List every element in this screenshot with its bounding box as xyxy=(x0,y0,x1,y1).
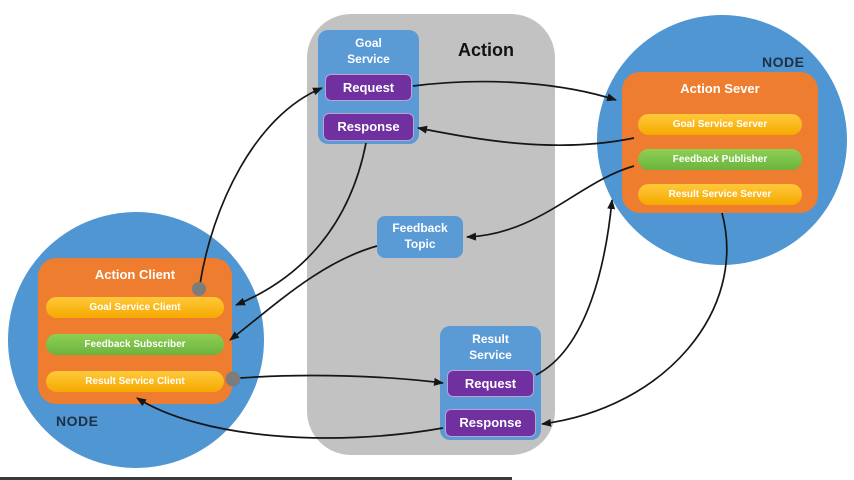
action-server-box: Action Sever Goal Service Server Feedbac… xyxy=(622,72,818,213)
video-progress-bar xyxy=(0,477,512,480)
action-client-title: Action Client xyxy=(94,267,176,282)
goal-service-server-pill: Goal Service Server xyxy=(638,114,802,135)
goal-service-client-pill: Goal Service Client xyxy=(46,297,224,318)
action-server-title: Action Sever xyxy=(680,81,760,96)
action-group-title: Action xyxy=(458,40,514,60)
goal-service-box: Goal Service Request Response xyxy=(318,30,419,144)
result-request-box: Request xyxy=(447,370,534,397)
goal-service-title: Goal Service xyxy=(347,36,390,66)
result-service-server-pill: Result Service Server xyxy=(638,184,802,205)
feedback-topic-box: Feedback Topic xyxy=(377,216,463,258)
result-response-box: Response xyxy=(445,409,536,437)
feedback-subscriber-pill: Feedback Subscriber xyxy=(46,334,224,355)
feedback-topic-title: Feedback Topic xyxy=(392,221,448,251)
goal-response-box: Response xyxy=(323,113,414,141)
server-node-label: NODE xyxy=(762,54,805,70)
goal-request-box: Request xyxy=(325,74,412,101)
feedback-publisher-pill: Feedback Publisher xyxy=(638,149,802,170)
client-node-label: NODE xyxy=(56,413,99,429)
result-service-box: Result Service Request Response xyxy=(440,326,541,440)
result-service-client-pill: Result Service Client xyxy=(46,371,224,392)
action-client-box: Action Client Goal Service Client Feedba… xyxy=(38,258,232,404)
result-service-title: Result Service xyxy=(469,332,512,362)
